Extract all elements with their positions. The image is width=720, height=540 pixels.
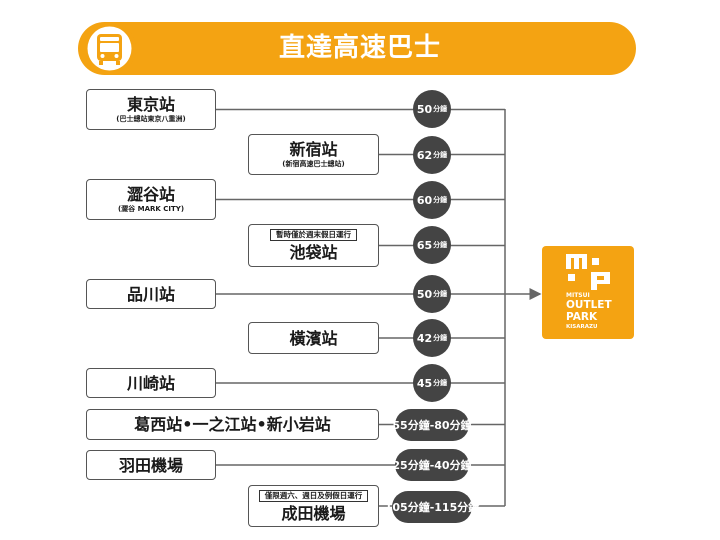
page-title: 直達高速巴士 — [278, 33, 441, 63]
station-name: 池袋站 — [289, 243, 338, 262]
time-range: 25分鐘-40分鐘 — [392, 459, 472, 472]
station-name: 橫濱站 — [289, 328, 338, 348]
station-name: 新宿站 — [289, 140, 338, 159]
logo-location: KISARAZU — [566, 324, 598, 330]
station-name: 成田機場 — [281, 503, 346, 523]
mitsui-outlet-park-logo: MITSUI OUTLET PARK KISARAZU — [542, 246, 634, 339]
logo-line1: OUTLET — [566, 299, 612, 311]
station-ikebukuro: 暫時僅於週末假日運行 池袋站 — [248, 224, 379, 267]
station-narita-airport: 僅限週六、週日及例假日運行 成田機場 — [248, 485, 379, 527]
station-yokohama: 橫濱站 — [248, 322, 379, 354]
time-unit: 分鐘 — [433, 379, 448, 387]
station-sub: (澀谷 MARK CITY) — [117, 205, 185, 213]
station-note: 暫時僅於週末假日運行 — [270, 229, 357, 241]
time-value: 45 — [416, 376, 433, 390]
station-note: 僅限週六、週日及例假日運行 — [258, 489, 369, 502]
station-name: 川崎站 — [126, 373, 175, 393]
station-name: 葛西站•一之江站•新小岩站 — [134, 415, 331, 434]
logo-brand: MITSUI — [566, 292, 590, 299]
time-unit: 分鐘 — [433, 241, 448, 249]
time-unit: 分鐘 — [433, 290, 448, 298]
time-range: 55分鐘-80分鐘 — [392, 419, 472, 432]
station-shinjuku: 新宿站 (新宿高速巴士總站) — [248, 134, 379, 175]
title-banner — [78, 22, 636, 75]
logo-line2: PARK — [566, 311, 598, 323]
time-badge-kasai: 55分鐘-80分鐘 — [392, 409, 472, 441]
time-badge-narita: 105分鐘-115分鐘 — [385, 491, 479, 523]
station-tokyo: 東京站 (巴士總站東京八重洲) — [86, 89, 216, 130]
station-name: 羽田機場 — [118, 455, 183, 475]
station-sub: (巴士總站東京八重洲) — [116, 115, 186, 123]
time-value: 50 — [416, 287, 433, 301]
station-haneda-airport: 羽田機場 — [86, 450, 216, 480]
time-unit: 分鐘 — [433, 151, 448, 159]
time-unit: 分鐘 — [433, 334, 448, 342]
station-kawasaki: 川崎站 — [86, 368, 216, 398]
station-name: 品川站 — [126, 284, 175, 304]
station-name: 東京站 — [126, 95, 175, 114]
time-range: 105分鐘-115分鐘 — [384, 501, 480, 514]
time-value: 60 — [416, 193, 433, 207]
station-shinagawa: 品川站 — [86, 279, 216, 309]
bus-badge — [83, 22, 136, 75]
time-value: 50 — [416, 102, 433, 116]
mop-mark-icon — [566, 254, 610, 290]
time-badge-haneda: 25分鐘-40分鐘 — [392, 449, 472, 481]
bus-icon — [87, 26, 132, 71]
station-shibuya: 澀谷站 (澀谷 MARK CITY) — [86, 179, 216, 220]
station-sub: (新宿高速巴士總站) — [282, 160, 345, 168]
time-value: 65 — [416, 238, 433, 252]
time-unit: 分鐘 — [433, 196, 448, 204]
station-kasai-ichinoe-shinkoiwa: 葛西站•一之江站•新小岩站 — [86, 409, 379, 440]
time-value: 62 — [416, 148, 433, 162]
time-value: 42 — [416, 331, 433, 345]
time-unit: 分鐘 — [433, 105, 448, 113]
station-name: 澀谷站 — [126, 185, 175, 204]
